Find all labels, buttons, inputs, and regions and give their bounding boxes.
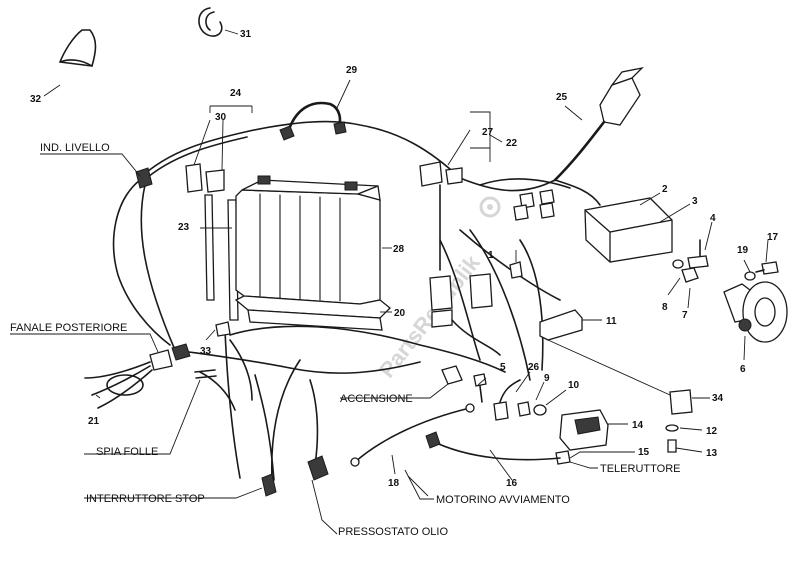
watermark-gear-icon (479, 196, 501, 218)
label-accensione: ACCENSIONE (340, 393, 413, 405)
part-number-11: 11 (606, 316, 617, 327)
part-number-3: 3 (692, 196, 698, 207)
strap-32 (59, 29, 97, 67)
part-number-13: 13 (706, 448, 718, 459)
connector-33 (215, 321, 231, 337)
horn-6 (723, 281, 788, 343)
part-number-22: 22 (506, 138, 518, 149)
terminal-26 (493, 379, 521, 421)
label-teleruttore: TELERUTTORE (600, 463, 680, 475)
part-number-2: 2 (662, 184, 668, 195)
part-number-23: 23 (178, 222, 190, 233)
screw-13 (667, 439, 677, 453)
part-number-6: 6 (740, 364, 746, 375)
connectors-harness-top (513, 189, 555, 221)
part-number-24: 24 (230, 88, 242, 99)
label-interruttore-stop: INTERRUTTORE STOP (86, 493, 205, 505)
leader-lines (10, 29, 769, 535)
wire-ends-spia (194, 369, 217, 379)
washer-19 (744, 271, 756, 281)
connector-accensione (441, 365, 463, 385)
relay-14 (559, 409, 609, 451)
connector-25 (553, 66, 644, 182)
washer-10 (533, 404, 547, 416)
part-number-5: 5 (500, 362, 506, 373)
part-number-16: 16 (506, 478, 518, 489)
fuse-1 (509, 261, 523, 279)
regulator-2 (584, 197, 673, 263)
part-number-17: 17 (767, 232, 779, 243)
part-number-30: 30 (215, 112, 227, 123)
washer-8 (672, 259, 684, 269)
part-number-19: 19 (737, 245, 749, 256)
cable-18 (350, 403, 475, 467)
label-spia-folle: SPIA FOLLE (96, 446, 158, 458)
nut-7 (681, 267, 699, 283)
part-number-7: 7 (682, 310, 688, 321)
label-fanale-posteriore: FANALE POSTERIORE (10, 322, 127, 334)
bolt-5 (473, 373, 487, 403)
bracket-34 (547, 339, 693, 415)
part-number-20: 20 (394, 308, 406, 319)
connector-ind-livello (135, 167, 153, 189)
part-number-31: 31 (240, 29, 252, 40)
bolt-17 (755, 261, 779, 275)
tray-20 (234, 295, 391, 331)
sender-pressostato (307, 455, 329, 481)
label-pressostato-olio: PRESSOSTATO OLIO (338, 526, 448, 538)
nut-9 (517, 401, 531, 417)
part-number-10: 10 (568, 380, 580, 391)
part-number-21: 21 (88, 416, 100, 427)
washer-12 (665, 424, 679, 432)
fuse-box (429, 273, 501, 356)
cable-16 (425, 431, 561, 461)
label-motorino-avviamento: MOTORINO AVVIAMENTO (436, 494, 570, 506)
part-number-33: 33 (200, 346, 212, 357)
clip-30 (185, 163, 225, 193)
part-number-26: 26 (528, 362, 540, 373)
part-number-25: 25 (556, 92, 568, 103)
part-number-9: 9 (544, 373, 550, 384)
switch-stop (261, 473, 277, 497)
grommet-29 (279, 101, 347, 141)
part-number-32: 32 (30, 94, 42, 105)
connector-27 (419, 161, 463, 271)
bracket-11 (539, 309, 583, 341)
part-number-14: 14 (632, 420, 644, 431)
part-number-8: 8 (662, 302, 668, 313)
part-number-12: 12 (706, 426, 718, 437)
tail-light-21 (84, 343, 191, 409)
rod-23 (204, 194, 239, 321)
label-ind-livello: IND. LIVELLO (40, 142, 110, 154)
main-harness (112, 120, 601, 481)
part-number-34: 34 (712, 393, 724, 404)
clip-31 (198, 7, 223, 37)
battery-28 (235, 175, 381, 305)
part-number-28: 28 (393, 244, 405, 255)
part-number-29: 29 (346, 65, 358, 76)
part-number-1: 1 (488, 250, 494, 261)
watermark-text: PartsRepublik (374, 250, 485, 383)
part-number-18: 18 (388, 478, 400, 489)
bolt-4 (687, 239, 709, 269)
part-number-4: 4 (710, 213, 716, 224)
part-number-15: 15 (638, 447, 650, 458)
part-number-27: 27 (482, 127, 494, 138)
